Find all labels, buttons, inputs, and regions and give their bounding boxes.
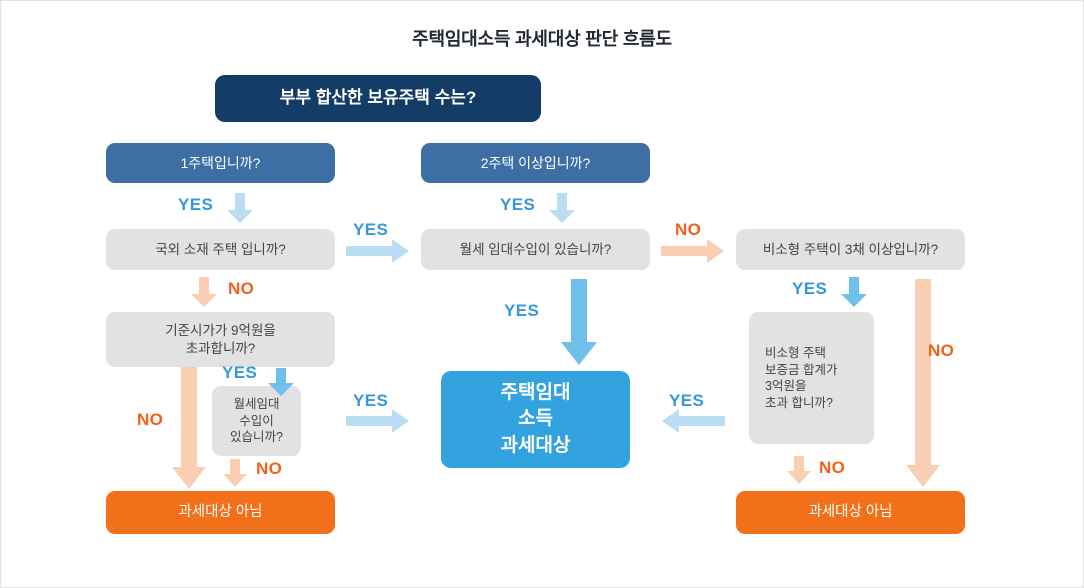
label-yes-non-small: YES [792,279,828,298]
label-no-price-over-nine: NO [137,410,164,429]
arrow-down-yes-price-over-nine [268,368,294,396]
label-yes-one-house: YES [178,195,214,214]
arrow-down-no-monthly-rent-small [223,459,247,487]
label-yes-monthly-rent-small: YES [353,391,389,410]
label-no-monthly-rent: NO [675,220,702,239]
arrow-down-yes-one-house [227,193,253,223]
node-non-small-three-or-more: 비소형 주택이 3채 이상입니까? [736,229,965,270]
label-no-deposit: NO [819,458,846,477]
arrow-down-no-price-over-nine-long [172,367,206,489]
arrow-left-yes-deposit [662,409,725,433]
page-title: 주택임대소득 과세대상 판단 흐름도 [412,29,672,49]
node-one-house: 1주택입니까? [106,143,335,183]
node-monthly-rent-small: 월세임대 수입이 있습니까? [212,386,301,456]
node-monthly-rent-center: 월세 임대수입이 있습니까? [421,229,650,270]
arrow-down-no-deposit [787,456,811,484]
label-yes-to-taxable: YES [504,301,540,320]
node-not-taxable-right: 과세대상 아님 [736,491,965,534]
label-no-monthly-rent-small: NO [256,459,283,478]
node-deposit-over-three: 비소형 주택 보증금 합계가 3억원을 초과 합니까? [749,312,874,444]
node-price-over-nine: 기준시가가 9억원을 초과합니까? [106,312,335,367]
node-two-plus-house: 2주택 이상입니까? [421,143,650,183]
node-taxable-result: 주택임대 소득 과세대상 [441,371,630,468]
node-overseas-house: 국외 소재 주택 입니까? [106,229,335,270]
arrow-right-no-monthly-rent [661,239,724,263]
arrow-down-yes-to-taxable [561,279,597,365]
node-not-taxable-left: 과세대상 아님 [106,491,335,534]
label-yes-price-over-nine: YES [222,363,258,382]
arrow-right-yes-overseas [346,239,409,263]
label-no-overseas: NO [228,279,255,298]
arrow-down-no-non-small-long [906,279,940,487]
label-yes-overseas: YES [353,220,389,239]
arrow-right-yes-monthly-rent-small [346,409,409,433]
label-no-non-small: NO [928,341,955,360]
label-yes-deposit: YES [669,391,705,410]
arrow-down-no-overseas [191,277,217,307]
node-root: 부부 합산한 보유주택 수는? [215,75,541,122]
arrow-down-yes-non-small [841,277,867,307]
arrow-down-yes-two-plus-house [549,193,575,223]
label-yes-two-plus-house: YES [500,195,536,214]
